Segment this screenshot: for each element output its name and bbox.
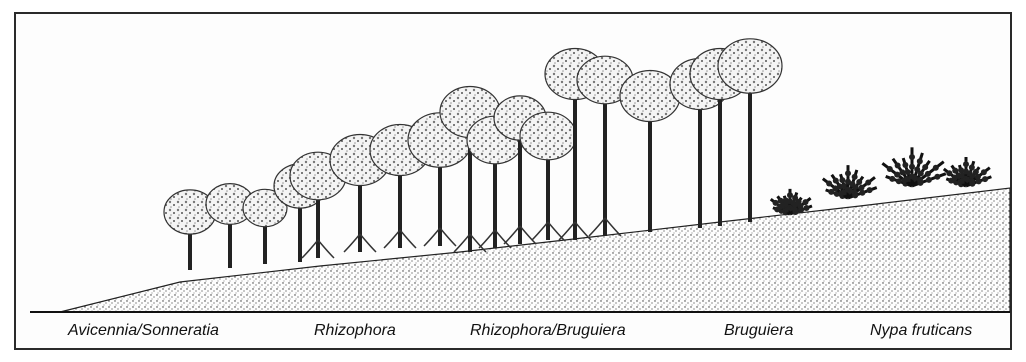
prop-root: [424, 228, 440, 246]
nypa-leaflet: [933, 165, 939, 171]
nypa-leaflet: [792, 209, 798, 215]
nypa-leaflet: [859, 190, 865, 196]
nypa-leaflet: [887, 166, 893, 172]
prop-root: [520, 226, 536, 244]
nypa-leaflet: [895, 163, 901, 169]
nypa-leaflet: [909, 164, 915, 170]
nypa-leaflet: [917, 180, 923, 186]
nypa-leaflet: [833, 178, 839, 184]
nypa-leaflet: [839, 177, 845, 183]
nypa-leaflet: [934, 174, 940, 180]
nypa-leaflet: [858, 185, 864, 191]
tree-crown: [718, 39, 782, 93]
prop-root: [605, 218, 621, 236]
prop-root: [384, 230, 400, 248]
prop-root: [589, 218, 605, 236]
zone-label-nypa: Nypa fruticans: [870, 322, 972, 340]
nypa-leaflet: [969, 164, 975, 170]
nypa-leaflet: [787, 192, 793, 198]
prop-root: [454, 234, 470, 252]
zone-labels: Avicennia/Sonneratia Rhizophora Rhizopho…: [14, 318, 1012, 348]
zone-label-avicennia: Avicennia/Sonneratia: [68, 322, 219, 340]
nypa-leaflet: [946, 170, 952, 176]
prop-root: [318, 240, 334, 258]
prop-root: [440, 228, 456, 246]
prop-root: [302, 240, 318, 258]
nypa-leaflet: [925, 171, 931, 177]
nypa-leaflet: [917, 158, 923, 164]
nypa-leaflet: [852, 174, 858, 180]
prop-root: [504, 226, 520, 244]
nypa-leaflet: [894, 172, 900, 178]
prop-root: [559, 222, 575, 240]
prop-root: [532, 222, 548, 240]
prop-root: [360, 234, 376, 252]
tree-crown: [520, 112, 576, 160]
nypa-leaflet: [865, 179, 871, 185]
nypa-leaflet: [856, 179, 862, 185]
nypa-leaflet: [926, 177, 932, 183]
nypa-leaflet: [918, 170, 924, 176]
nypa-leaflet: [773, 200, 779, 206]
nypa-leaflet: [802, 199, 808, 205]
nypa-leaflet: [798, 207, 804, 213]
nypa-leaflet: [982, 176, 988, 182]
nypa-leaflet: [905, 169, 911, 175]
nypa-leaflet: [952, 168, 958, 174]
nypa-leaflet: [909, 154, 915, 160]
nypa-leaflet: [845, 170, 851, 176]
prop-root: [479, 230, 495, 248]
nypa-leaflet: [922, 164, 928, 170]
nypa-leaflet: [867, 187, 873, 193]
zone-label-rhizophora: Rhizophora: [314, 322, 396, 340]
zone-label-rhizophora-bruguiera: Rhizophora/Bruguiera: [470, 322, 626, 340]
nypa-leaflet: [852, 192, 858, 198]
nypa-leaflet: [963, 161, 969, 167]
nypa-leaflet: [803, 205, 809, 211]
nypa-leaflet: [969, 181, 975, 187]
zone-label-bruguiera: Bruguiera: [724, 322, 793, 340]
nypa-leaflet: [899, 169, 905, 175]
prop-root: [575, 222, 591, 240]
nypa-leaflet: [981, 169, 987, 175]
nypa-leaflet: [889, 176, 895, 182]
nypa-leaflet: [826, 181, 832, 187]
nypa-leaflet: [976, 178, 982, 184]
prop-root: [400, 230, 416, 248]
nypa-leaflet: [902, 162, 908, 168]
prop-root: [344, 234, 360, 252]
